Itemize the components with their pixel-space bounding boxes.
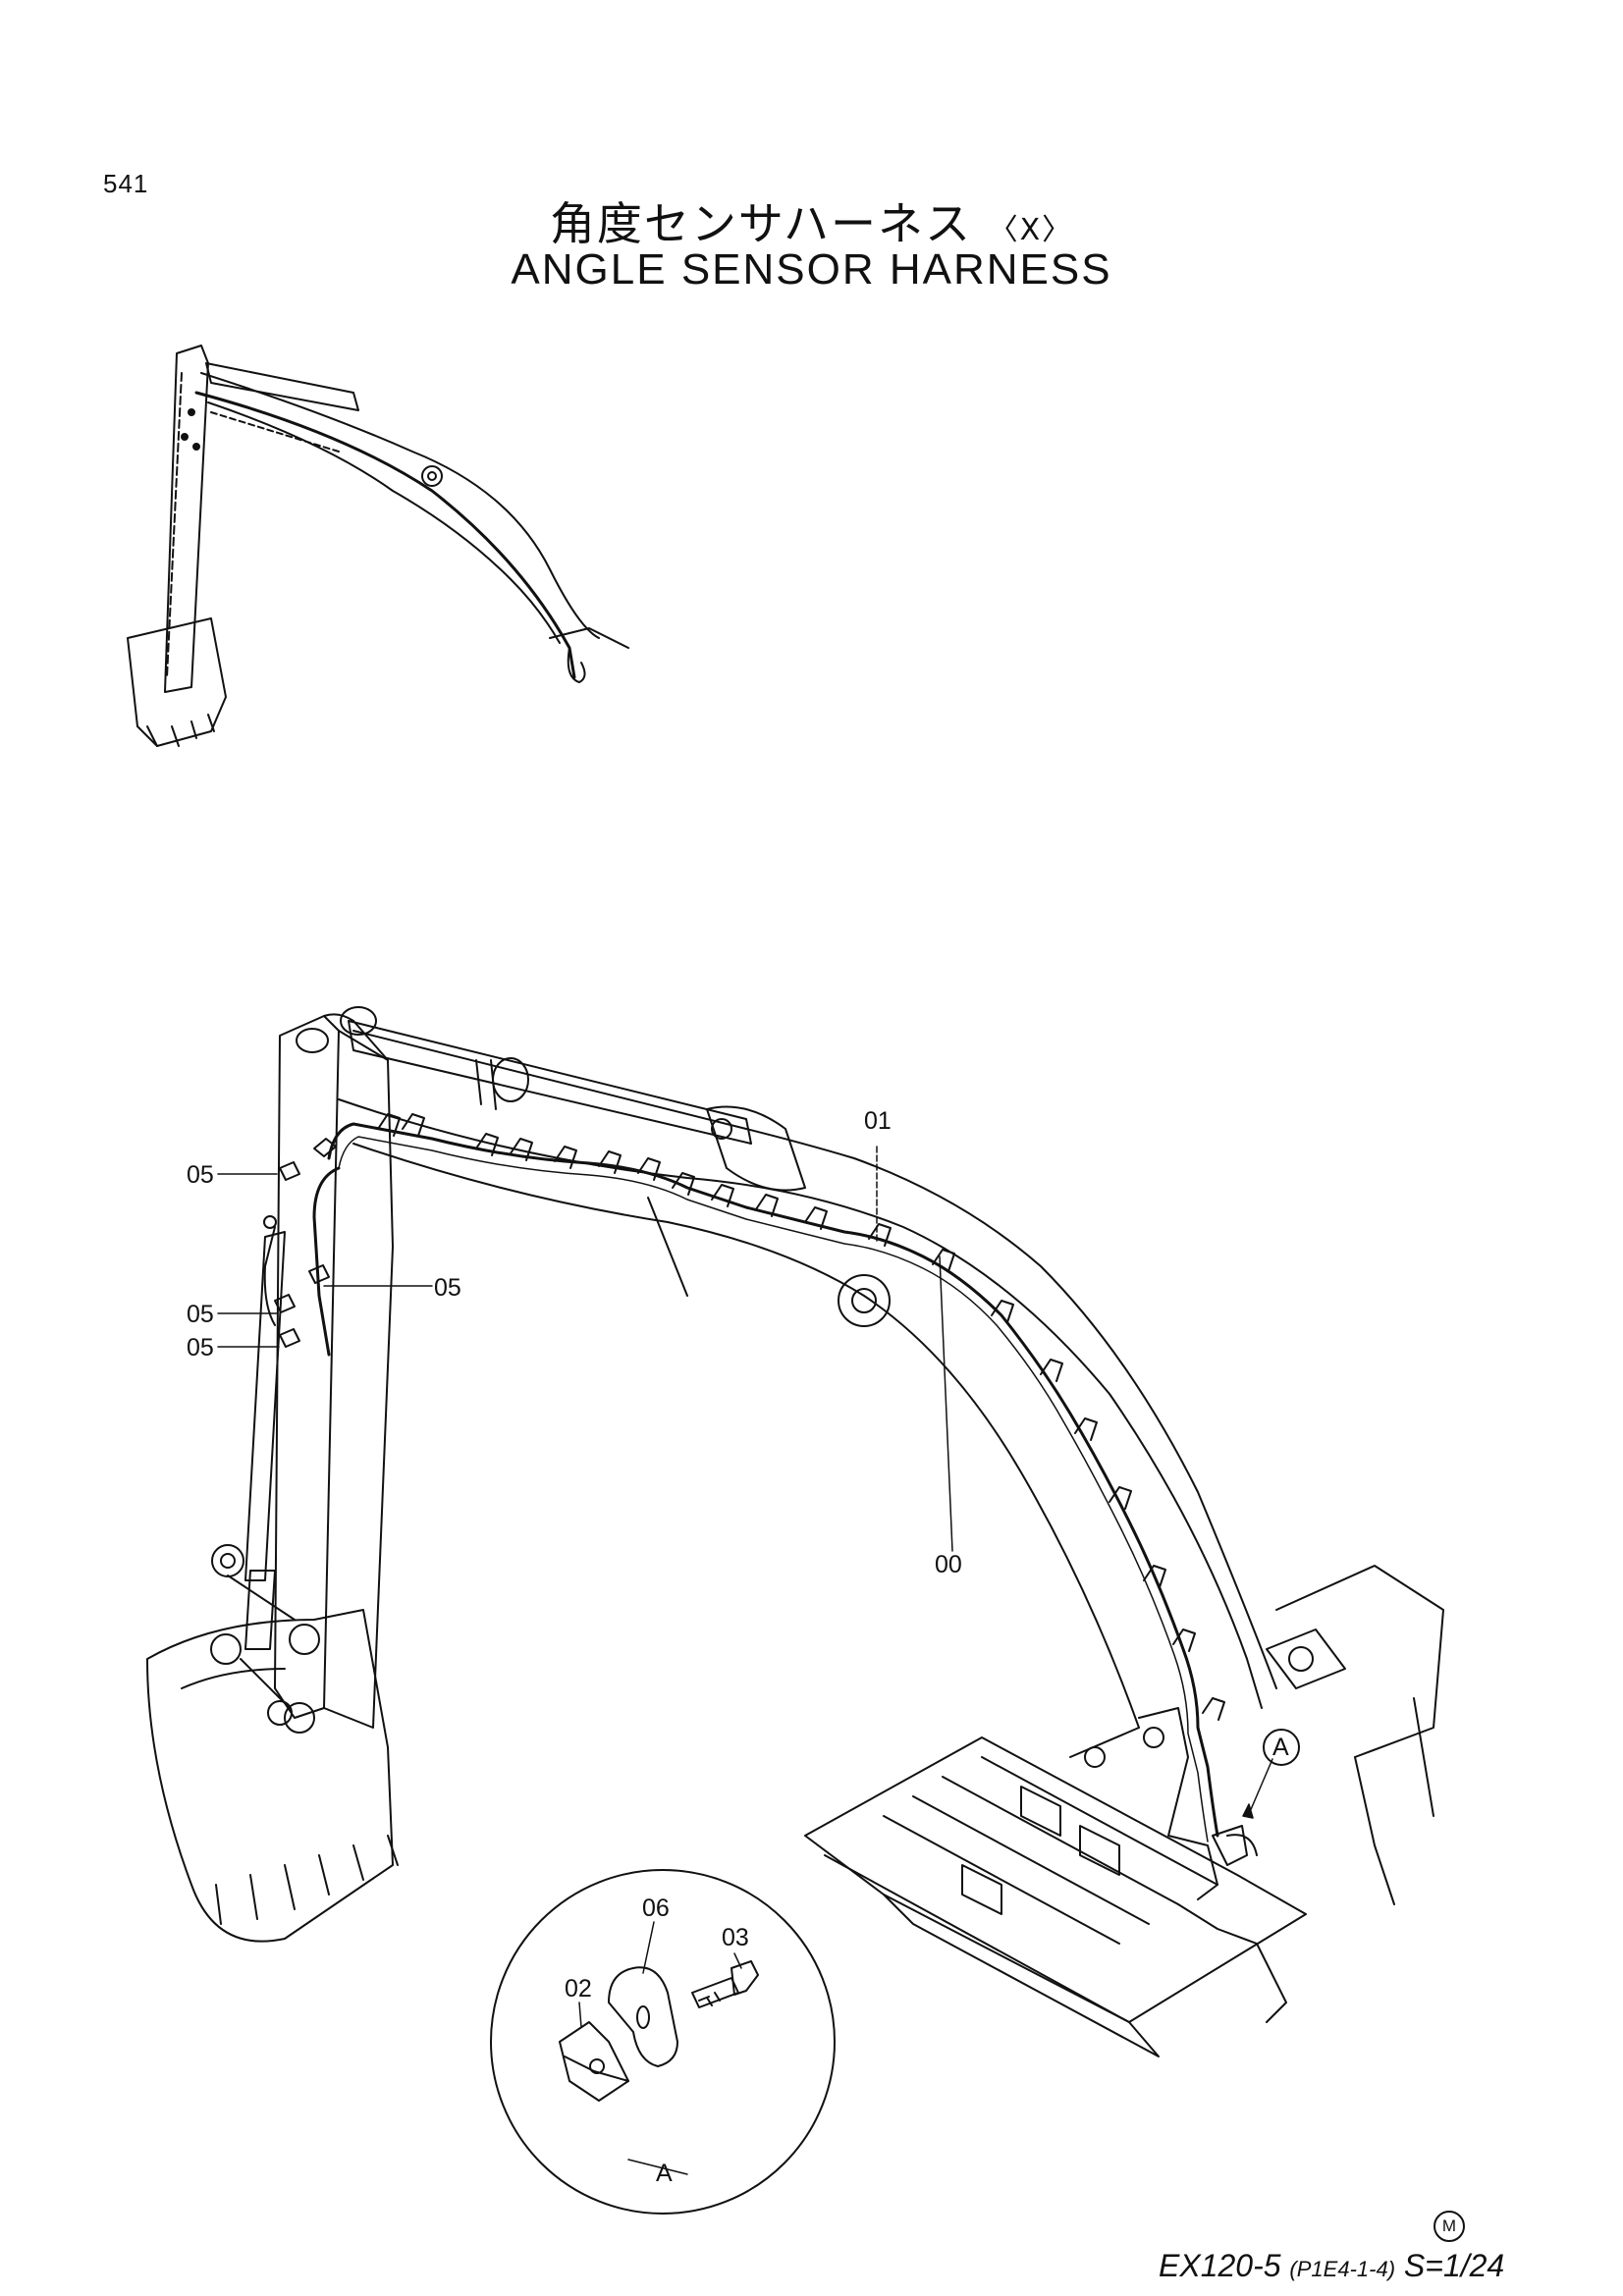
leader-lines [217, 1146, 1273, 1819]
harness-clamps [274, 1113, 1225, 1721]
callout-02: 02 [565, 1975, 592, 2002]
page-number: 541 [103, 169, 149, 198]
callout-05-middle: 05 [187, 1301, 214, 1328]
title-japanese-suffix: 〈X〉 [988, 213, 1074, 247]
callout-05-upper: 05 [187, 1161, 214, 1189]
footer-code: (P1E4-1-4) [1289, 2257, 1396, 2281]
title-english: ANGLE SENSOR HARNESS [511, 245, 1112, 294]
footer-scale: S=1/24 [1403, 2248, 1505, 2283]
m-mark-icon: M [1434, 2211, 1465, 2242]
detail-view-a [490, 1869, 836, 2215]
callout-05-right: 05 [434, 1274, 461, 1302]
footer-reference: EX120-5 (P1E4-1-4) S=1/24 [1159, 2248, 1504, 2284]
main-drawing [146, 1006, 1444, 2215]
title-japanese-text: 角度センサハーネス [549, 197, 972, 250]
callout-06: 06 [642, 1895, 670, 1922]
detail-label-a: A [656, 2160, 673, 2187]
overview-sketch [127, 345, 629, 747]
title-japanese: 角度センサハーネス 〈X〉 [0, 188, 1623, 253]
callout-03: 03 [722, 1924, 749, 1951]
callout-05-lower: 05 [187, 1334, 214, 1362]
footer-model: EX120-5 [1159, 2248, 1281, 2283]
callout-detail-ref-a: A [1272, 1734, 1289, 1761]
callout-00: 00 [935, 1551, 962, 1578]
callout-01: 01 [864, 1107, 892, 1135]
